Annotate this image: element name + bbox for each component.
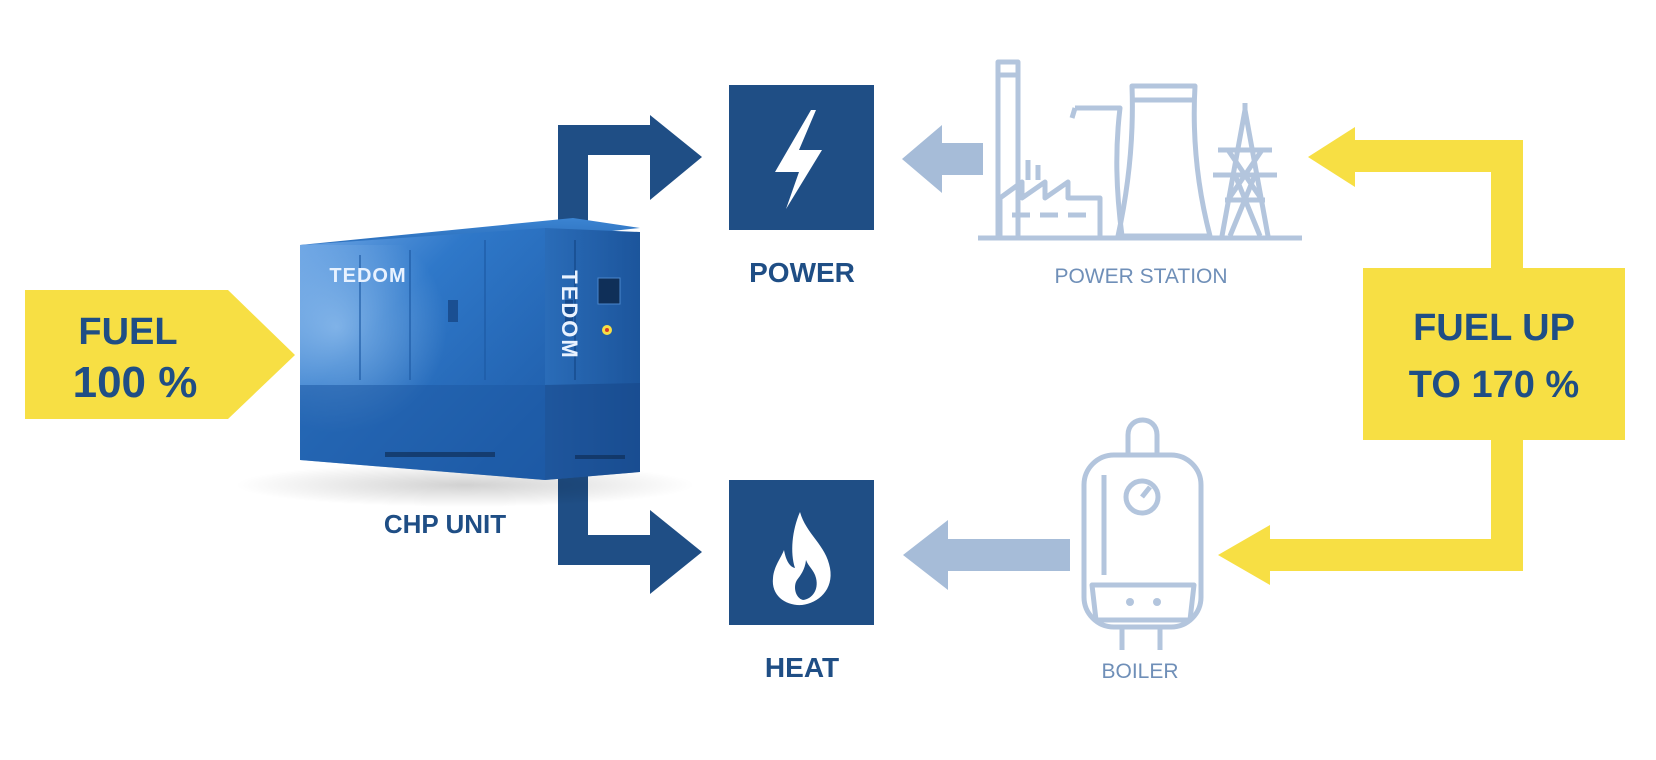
fuel-input-line2: 100 % bbox=[73, 358, 198, 407]
power-station-label: POWER STATION bbox=[1054, 265, 1227, 288]
power-plant-icon bbox=[978, 59, 1302, 241]
chp-unit-label: CHP UNIT bbox=[384, 509, 506, 539]
fuel-input-line1: FUEL bbox=[78, 311, 177, 353]
boiler-to-heat-arrow bbox=[903, 520, 1070, 590]
lightning-bolt-icon bbox=[775, 110, 822, 209]
heat-label: HEAT bbox=[765, 652, 839, 683]
power-box bbox=[729, 85, 874, 230]
boiler-icon bbox=[1081, 417, 1204, 650]
chp-brand-front: TEDOM bbox=[329, 265, 406, 287]
station-to-power-arrow bbox=[902, 125, 983, 193]
separate-fuel-arrows bbox=[1218, 127, 1523, 585]
chp-brand-side: TEDOM bbox=[557, 270, 582, 359]
chp-to-power-arrow bbox=[558, 115, 702, 225]
heat-box bbox=[729, 480, 874, 625]
power-label: POWER bbox=[749, 257, 855, 288]
boiler-knob-right bbox=[1153, 598, 1161, 606]
boiler-knob-left bbox=[1126, 598, 1134, 606]
fuel-separate-line1: FUEL UP bbox=[1413, 307, 1575, 349]
flame-icon bbox=[772, 512, 831, 606]
boiler-label: BOILER bbox=[1101, 660, 1178, 683]
chp-unit: TEDOM TEDOM bbox=[235, 218, 695, 507]
fuel-input-arrow: FUEL 100 % bbox=[25, 290, 295, 419]
fuel-separate-line2: TO 170 % bbox=[1409, 364, 1579, 406]
fuel-separate-box: FUEL UP TO 170 % bbox=[1363, 268, 1625, 440]
fuel-input-arrow-shape bbox=[25, 290, 295, 419]
